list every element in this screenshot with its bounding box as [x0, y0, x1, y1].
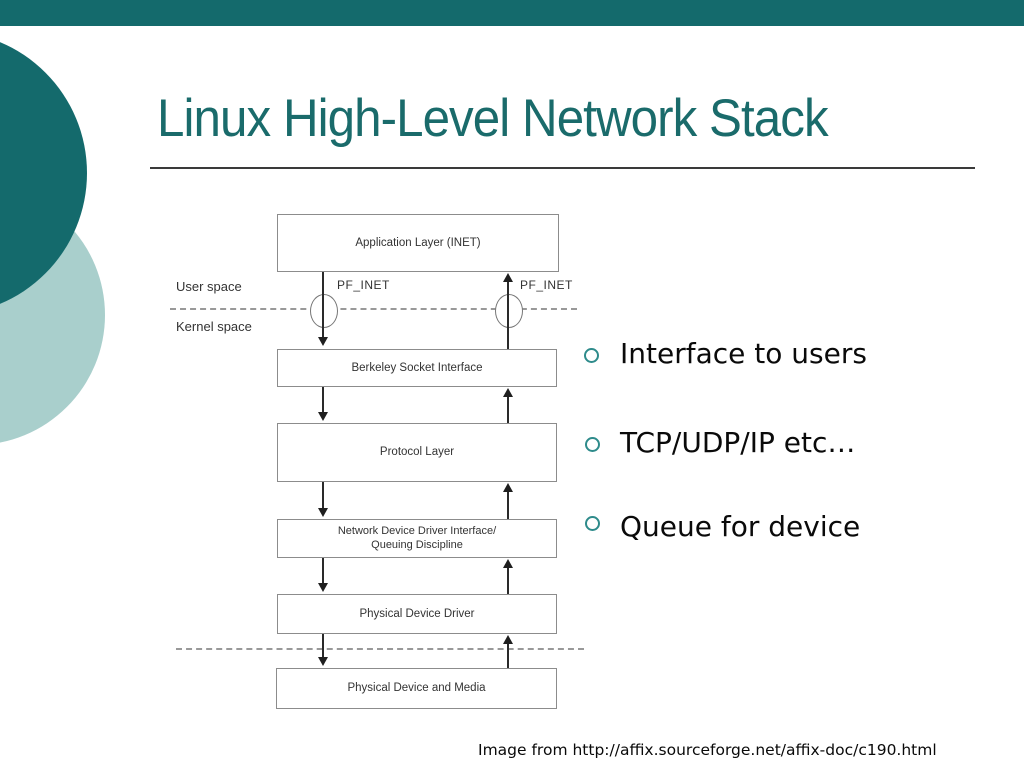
down-arrow-line — [322, 385, 324, 414]
box-label: Protocol Layer — [379, 446, 455, 459]
box-label: Application Layer (INET) — [355, 236, 481, 249]
bullet-label: Queue for device — [620, 510, 861, 543]
box-network-device-driver-interface: Network Device Driver Interface/ Queuing… — [277, 519, 557, 558]
down-arrow-line — [322, 556, 324, 585]
down-arrowhead-icon — [318, 337, 328, 346]
bullet-ring-icon — [585, 516, 600, 531]
up-arrowhead-icon — [503, 483, 513, 492]
bullet-ring-icon — [584, 348, 599, 363]
socket-ellipse-left — [310, 294, 338, 328]
box-label: Berkeley Socket Interface — [351, 361, 483, 374]
bullet-label: TCP/UDP/IP etc… — [620, 426, 856, 459]
kernel-space-label: Kernel space — [176, 319, 252, 334]
box-label: Physical Device and Media — [347, 682, 486, 695]
up-arrowhead-icon — [503, 273, 513, 282]
up-arrow-line — [507, 491, 509, 519]
user-space-label: User space — [176, 279, 242, 294]
box-label: Network Device Driver Interface/ — [337, 524, 497, 537]
user-kernel-boundary-dashed-line — [170, 308, 577, 310]
up-arrowhead-icon — [503, 559, 513, 568]
slide-title: Linux High-Level Network Stack — [157, 89, 829, 148]
top-accent-bar — [0, 0, 1024, 26]
bullet-label: Interface to users — [620, 337, 867, 370]
up-arrowhead-icon — [503, 635, 513, 644]
down-arrowhead-icon — [318, 412, 328, 421]
up-arrowhead-icon — [503, 388, 513, 397]
socket-ellipse-right — [495, 294, 523, 328]
box-label-line2: Queuing Discipline — [371, 538, 463, 551]
down-arrowhead-icon — [318, 657, 328, 666]
box-protocol-layer: Protocol Layer — [277, 423, 557, 482]
down-arrow-line — [322, 632, 324, 659]
box-application-layer: Application Layer (INET) — [277, 214, 559, 272]
down-arrow-line — [322, 480, 324, 510]
up-arrow-line — [507, 567, 509, 594]
up-arrow-line — [507, 396, 509, 423]
pf-inet-right-label: PF_INET — [520, 278, 573, 292]
box-label: Physical Device Driver — [359, 607, 475, 620]
up-arrow-line — [507, 281, 509, 349]
box-physical-device-and-media: Physical Device and Media — [276, 668, 557, 709]
box-berkeley-socket-interface: Berkeley Socket Interface — [277, 349, 557, 387]
bullet-ring-icon — [585, 437, 600, 452]
image-credit: Image from http://affix.sourceforge.net/… — [478, 741, 937, 759]
pf-inet-left-label: PF_INET — [337, 278, 390, 292]
box-physical-device-driver: Physical Device Driver — [277, 594, 557, 634]
down-arrow-line — [322, 270, 324, 340]
down-arrowhead-icon — [318, 508, 328, 517]
title-underline — [150, 167, 975, 169]
down-arrowhead-icon — [318, 583, 328, 592]
up-arrow-line — [507, 643, 509, 668]
driver-media-boundary-dashed-line — [176, 648, 584, 650]
